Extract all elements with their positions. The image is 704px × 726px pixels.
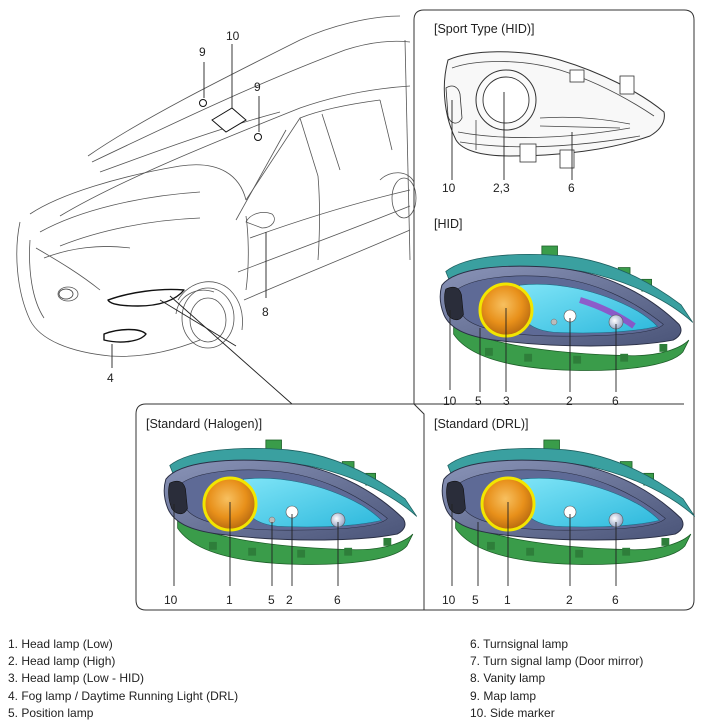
halogen-label-high: 2: [286, 593, 293, 607]
panel-hid: [HID] 10 5 3 2 6: [434, 217, 694, 408]
legend-item: 3. Head lamp (Low - HID): [8, 671, 145, 686]
car-label-vanity-8: 8: [262, 305, 269, 319]
legend-item: 10. Side marker: [470, 705, 555, 720]
sport-label-side-marker: 10: [442, 181, 456, 195]
halogen-label-side-marker: 10: [164, 593, 178, 607]
legend-left: 1. Head lamp (Low) 2. Head lamp (High) 3…: [8, 636, 238, 722]
legend-item: 9. Map lamp: [470, 688, 537, 703]
vanity-lamp-icon: [211, 107, 247, 133]
panel-sport-hid: [Sport Type (HID)] 10 2,3 6: [434, 22, 665, 195]
panel-title-hid: [HID]: [434, 217, 462, 231]
car-label-map-lamp-left: 9: [199, 45, 206, 59]
panel-standard-drl: [Standard (DRL)] 10 5 1 2 6: [434, 417, 696, 607]
drl-label-turnsignal: 6: [612, 593, 619, 607]
car-interior-lamps: [199, 99, 262, 141]
drl-label-high: 2: [566, 593, 573, 607]
panel-standard-halogen: [Standard (Halogen)] 10 1 5 2 6: [146, 417, 418, 607]
hid-label-position: 5: [475, 394, 482, 408]
halogen-label-low: 1: [226, 593, 233, 607]
panel-title-sport-hid: [Sport Type (HID)]: [434, 22, 535, 36]
drl-label-side-marker: 10: [442, 593, 456, 607]
car-label-fog-lamp: 4: [107, 371, 114, 385]
sport-label-turnsignal: 6: [568, 181, 575, 195]
legend-right: 6. Turnsignal lamp 7. Turn signal lamp (…: [470, 636, 643, 722]
car-callout-labels: 9 10 9 8 4: [107, 29, 269, 385]
halogen-label-turnsignal: 6: [334, 593, 341, 607]
map-lamp-left-icon: [199, 99, 207, 107]
car-label-map-lamp-right: 9: [254, 80, 261, 94]
legend-item: 5. Position lamp: [8, 705, 94, 720]
sport-label-head-lamp: 2,3: [493, 181, 510, 195]
legend-item: 6. Turnsignal lamp: [470, 637, 569, 651]
halogen-label-position: 5: [268, 593, 275, 607]
hid-label-side-marker: 10: [443, 394, 457, 408]
map-lamp-right-icon: [254, 133, 262, 141]
hid-label-low-hid: 3: [503, 394, 510, 408]
hid-label-turnsignal: 6: [612, 394, 619, 408]
panel-title-standard-halogen: [Standard (Halogen)]: [146, 417, 262, 431]
legend-item: 2. Head lamp (High): [8, 654, 116, 669]
panel-title-standard-drl: [Standard (DRL)]: [434, 417, 528, 431]
car-label-vanity-lamp: 10: [226, 29, 240, 43]
right-frame: [413, 9, 695, 611]
legend-item: 1. Head lamp (Low): [8, 637, 113, 651]
car-outline: [16, 15, 417, 357]
hid-label-high: 2: [566, 394, 573, 408]
drl-label-position: 5: [472, 593, 479, 607]
legend-item: 8. Vanity lamp: [470, 671, 546, 686]
legend-item: 4. Fog lamp / Daytime Running Light (DRL…: [8, 688, 239, 703]
legend-item: 7. Turn signal lamp (Door mirror): [470, 654, 644, 669]
sport-lamp-drawing: [443, 51, 665, 169]
drl-label-low: 1: [504, 593, 511, 607]
